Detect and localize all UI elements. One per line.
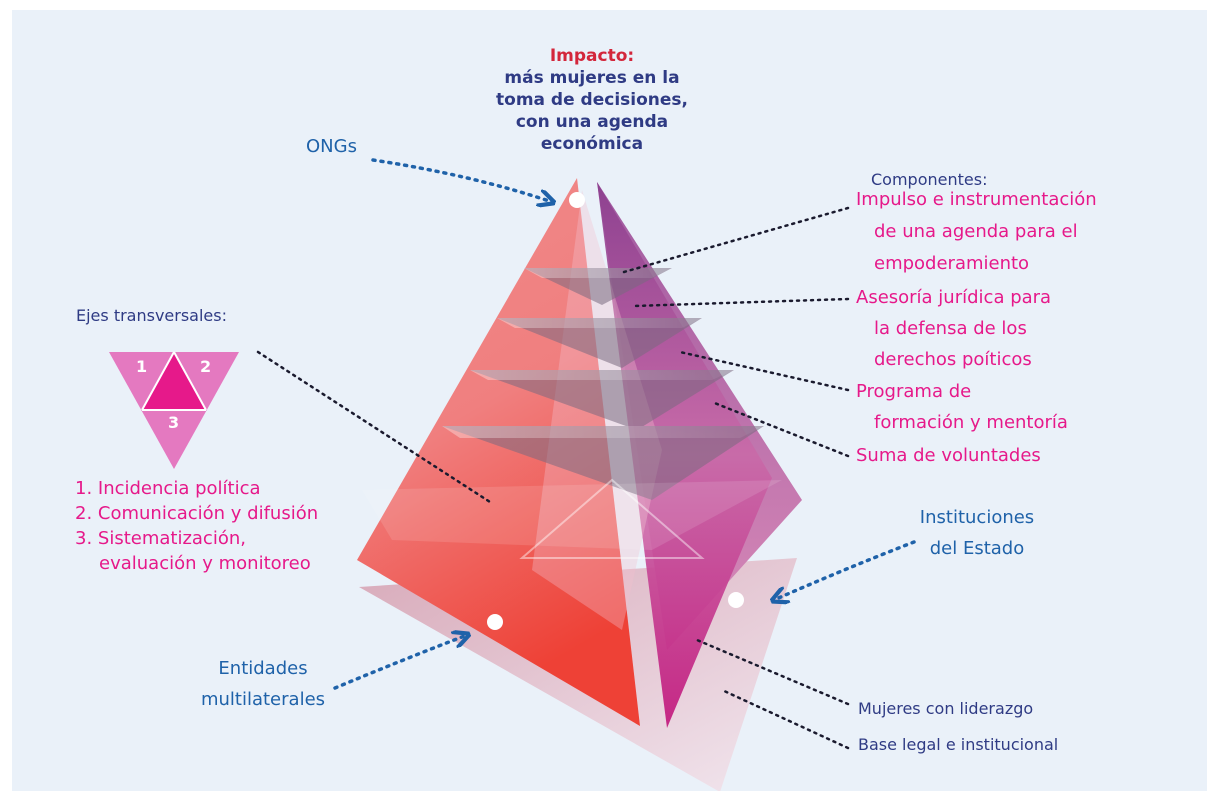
instituciones-arrow: [774, 540, 916, 600]
front-face: [357, 178, 640, 726]
component-2-line-2: la defensa de los: [874, 318, 1027, 339]
badge-number-3: 3: [168, 413, 179, 432]
actor-arrows: [333, 158, 916, 690]
lower-level-outline: [519, 478, 705, 559]
component-3-line-2: formación y mentoría: [874, 412, 1068, 433]
leader-suma: [710, 400, 850, 458]
label-base-legal: Base legal e institucional: [858, 735, 1059, 754]
label-multilaterales-1: Entidades: [218, 658, 308, 679]
leader-asesoria: [632, 297, 850, 308]
impact-line-4: económica: [540, 134, 644, 154]
cross-axis-item-3: 3. Sistematización,: [75, 528, 246, 549]
component-1-line-2: de una agenda para el: [874, 221, 1078, 242]
cross-axis-item-1: 1. Incidencia política: [75, 478, 261, 499]
impact-line-2: toma de decisiones,: [496, 90, 688, 110]
badge-number-2: 2: [200, 357, 211, 376]
impact-title: Impacto:: [549, 46, 635, 66]
component-1-line-1: Impulso e instrumentación: [856, 189, 1097, 210]
cross-axis-item-2: 2. Comunicación y difusión: [75, 503, 319, 524]
label-mujeres-liderazgo: Mujeres con liderazgo: [858, 699, 1034, 718]
cross-axis-item-4: evaluación y monitoreo: [99, 553, 311, 574]
state-dot: [728, 592, 744, 608]
cross-axes-badge: 1 2 3: [109, 351, 239, 469]
ongs-arrow: [371, 158, 552, 202]
diagram-canvas: 1 2 3 Impacto: más mujeres en la toma de…: [12, 10, 1207, 791]
component-level-highlights: [442, 268, 764, 438]
leader-lines: [256, 206, 850, 750]
label-instituciones-1: Instituciones: [919, 507, 1035, 528]
label-ongs: ONGs: [306, 136, 357, 157]
pyramid-illustration: 1 2 3: [109, 158, 916, 791]
leader-base: [720, 688, 850, 750]
leader-ejes: [256, 350, 492, 504]
component-1-line-3: empoderamiento: [874, 253, 1030, 274]
component-4-line-1: Suma de voluntades: [856, 445, 1041, 466]
components-heading: Componentes:: [871, 170, 988, 189]
label-multilaterales-2: multilaterales: [200, 689, 326, 710]
leader-impulso: [622, 206, 850, 274]
leader-mujeres: [695, 638, 850, 706]
impact-line-1: más mujeres en la: [504, 68, 680, 88]
multilaterales-arrow: [333, 635, 467, 690]
component-3-line-1: Programa de: [856, 381, 972, 402]
component-2-line-1: Asesoría jurídica para: [856, 287, 1052, 308]
badge-number-1: 1: [136, 357, 147, 376]
leader-programa: [678, 350, 850, 392]
cross-axes-title: Ejes transversales:: [76, 306, 227, 325]
impact-line-3: con una agenda: [515, 112, 669, 132]
multilateral-dot: [487, 614, 503, 630]
apex-dot: [569, 192, 585, 208]
label-instituciones-2: del Estado: [929, 538, 1025, 559]
component-2-line-3: derechos poíticos: [874, 349, 1032, 370]
lower-level: [362, 480, 782, 550]
